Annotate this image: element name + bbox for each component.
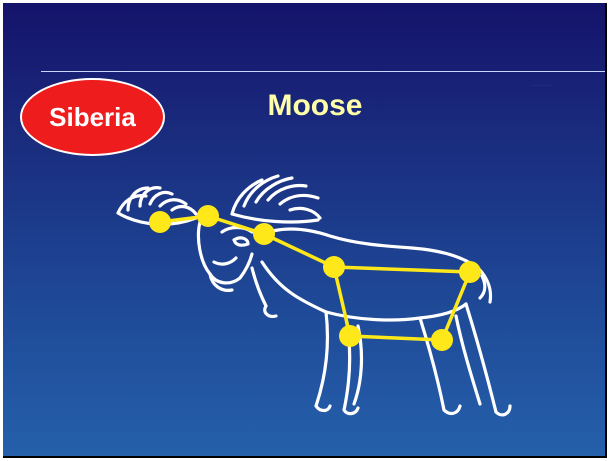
star xyxy=(149,211,171,233)
star xyxy=(459,261,481,283)
star xyxy=(339,325,361,347)
constellation-lines xyxy=(160,216,470,340)
star xyxy=(431,329,453,351)
star xyxy=(197,205,219,227)
star xyxy=(323,256,345,278)
moose-outline xyxy=(118,176,510,415)
star xyxy=(253,223,275,245)
